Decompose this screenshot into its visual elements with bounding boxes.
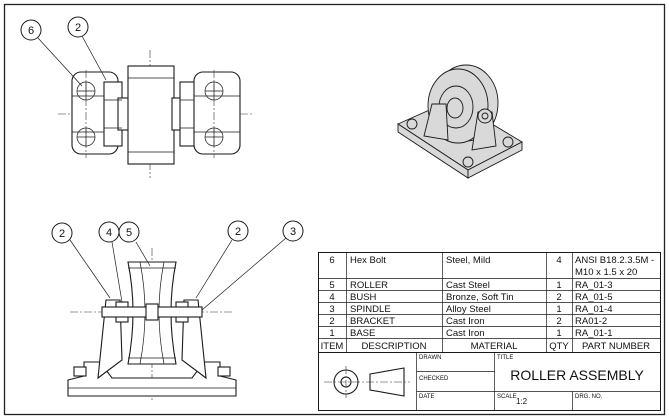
- bom-material: Alloy Steel: [446, 304, 491, 315]
- top-view: [58, 50, 252, 178]
- balloon-front-5: 5: [118, 221, 151, 267]
- front-view: [67, 248, 237, 402]
- balloon-front-3: 3: [201, 220, 304, 311]
- title-block: DRAWN CHECKED DATE TITLE ROLLER ASSEMBLY…: [318, 352, 661, 411]
- bom-qty: 2: [556, 316, 561, 327]
- parts-list: 6 Hex Bolt Steel, Mild 4 ANSI B18.2.3.5M…: [318, 252, 661, 353]
- scale-label: SCALE: [497, 394, 517, 400]
- drawing-number-label: DRG. NO.: [575, 394, 603, 400]
- balloon-label: 4: [106, 227, 112, 239]
- drawn-label: DRAWN: [419, 355, 441, 361]
- balloon-front-2-left: 2: [51, 222, 111, 299]
- checked-label: CHECKED: [419, 376, 449, 382]
- balloon-label: 2: [235, 226, 241, 238]
- bom-item: 4: [329, 292, 334, 303]
- bom-part-number: RA_01-5: [575, 292, 613, 303]
- bom-part-number: RA_01-4: [575, 304, 613, 315]
- bom-item: 5: [329, 280, 334, 291]
- bom-material: Cast Iron: [446, 316, 485, 327]
- bom-item: 6: [329, 255, 334, 266]
- bom-part-number: RA_01-3: [575, 280, 613, 291]
- bom-qty: 1: [556, 328, 561, 339]
- bom-header-description: DESCRIPTION: [362, 341, 427, 352]
- bom-description: SPINDLE: [350, 304, 391, 315]
- isometric-view: [397, 64, 523, 179]
- balloon-label: 5: [126, 227, 132, 239]
- balloon-label: 6: [28, 25, 34, 37]
- bom-qty: 4: [556, 255, 561, 266]
- drawing-title: ROLLER ASSEMBLY: [510, 367, 644, 383]
- bom-qty: 1: [556, 280, 561, 291]
- bom-description: BUSH: [350, 292, 377, 303]
- bom-material: Bronze, Soft Tin: [446, 292, 514, 303]
- bom-item: 3: [329, 304, 334, 315]
- bom-header-material: MATERIAL: [471, 341, 518, 352]
- date-label: DATE: [419, 394, 435, 400]
- balloon-front-2-right: 2: [195, 220, 249, 299]
- bom-part-number: ANSI B18.2.3.5M -: [575, 255, 654, 266]
- balloon-label: 3: [290, 226, 296, 238]
- balloon-label: 2: [75, 22, 81, 34]
- bom-description: ROLLER: [350, 280, 388, 291]
- bom-header-part-number: PART NUMBER: [582, 341, 650, 352]
- bom-description: Hex Bolt: [350, 255, 386, 266]
- bom-header-qty: QTY: [549, 341, 569, 352]
- balloon-label: 2: [59, 228, 65, 240]
- projection-symbol: [324, 366, 410, 398]
- balloon-top-2: 2: [67, 16, 107, 81]
- bom-qty: 1: [556, 304, 561, 315]
- balloon-top-6: 6: [20, 19, 83, 87]
- bom-material: Cast Iron: [446, 328, 485, 339]
- bom-item: 2: [329, 316, 334, 327]
- balloon-front-4: 4: [98, 221, 123, 303]
- bom-qty: 2: [556, 292, 561, 303]
- scale-value: 1:2: [516, 397, 528, 406]
- bom-part-number-line2: M10 x 1.5 x 20: [575, 267, 637, 278]
- bom-material: Steel, Mild: [446, 255, 490, 266]
- bom-part-number: RA_01-1: [575, 328, 613, 339]
- bom-description: BASE: [350, 328, 375, 339]
- title-label: TITLE: [497, 355, 513, 361]
- bom-material: Cast Steel: [446, 280, 490, 291]
- bom-description: BRACKET: [350, 316, 395, 327]
- bom-header-item: ITEM: [321, 341, 344, 352]
- bom-part-number: RA01-2: [575, 316, 607, 327]
- bom-item: 1: [329, 328, 334, 339]
